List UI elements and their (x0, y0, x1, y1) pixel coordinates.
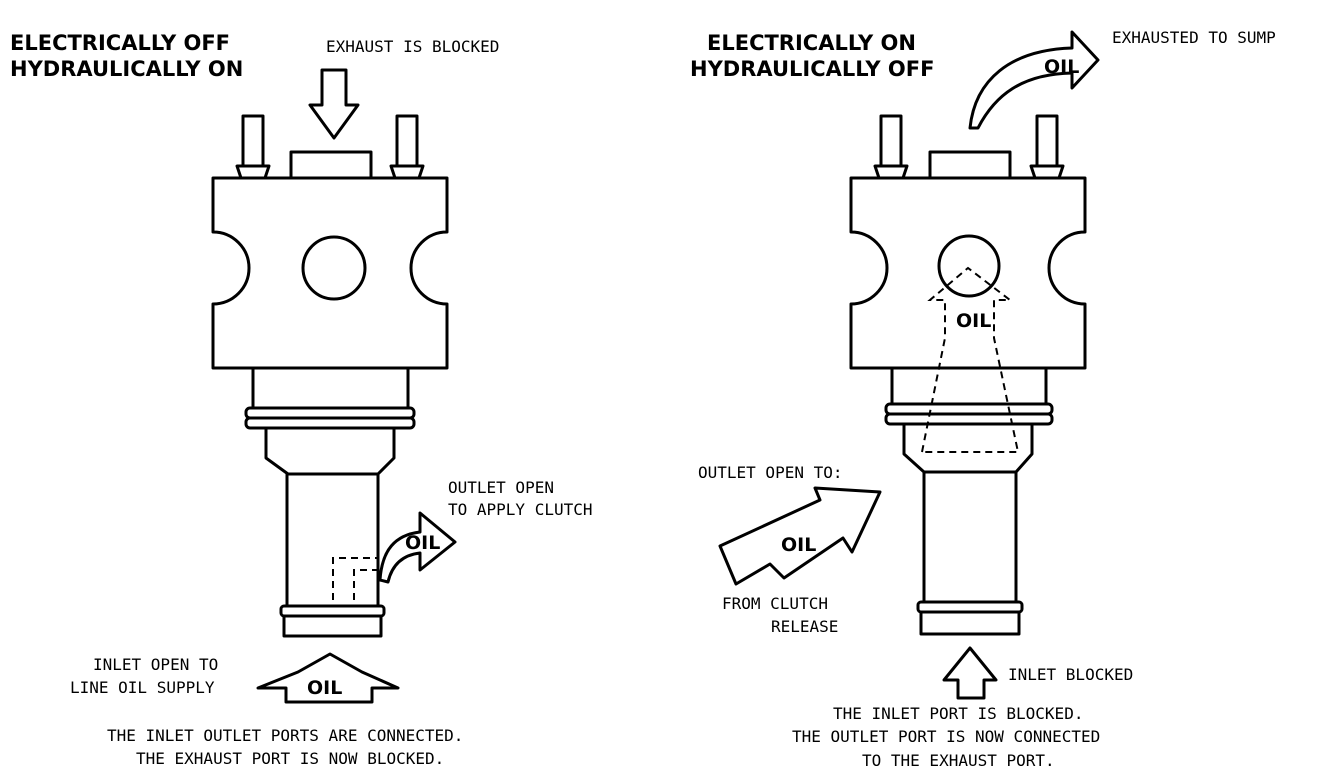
right-caption-line3: TO THE EXHAUST PORT. (862, 751, 1055, 770)
left-inlet-label-line1: INLET OPEN TO (93, 655, 218, 674)
exhaust-blocked-arrow-icon (308, 68, 360, 140)
left-outlet-label-line1: OUTLET OPEN (448, 478, 554, 497)
left-outlet-oil-text: OIL (405, 532, 440, 554)
right-title-line2: HYDRAULICALLY OFF (690, 57, 934, 81)
right-internal-flow-icon (920, 266, 1020, 453)
left-inlet-arrow-icon (256, 652, 400, 704)
left-caption-line2: THE EXHAUST PORT IS NOW BLOCKED. (136, 749, 444, 768)
left-coil-circle (301, 235, 367, 301)
right-coil-circle (937, 234, 1001, 298)
right-exhaust-oil-text: OIL (1044, 56, 1079, 78)
right-outlet-oil-text: OIL (781, 534, 816, 556)
right-exhaust-label: EXHAUSTED TO SUMP (1112, 28, 1276, 47)
left-title-line1: ELECTRICALLY OFF (10, 31, 230, 55)
left-inlet-label-line2: LINE OIL SUPPLY (70, 678, 215, 697)
left-terminal-right (389, 114, 425, 180)
left-outlet-label-line2: TO APPLY CLUTCH (448, 500, 593, 519)
left-title-line2: HYDRAULICALLY ON (10, 57, 243, 81)
right-internal-oil-text: OIL (956, 310, 991, 332)
right-from-label-line2: RELEASE (771, 617, 838, 636)
right-title-line1: ELECTRICALLY ON (707, 31, 916, 55)
right-neck (890, 366, 1048, 406)
right-outlet-label: OUTLET OPEN TO: (698, 463, 843, 482)
right-outlet-arrow-icon (718, 486, 882, 586)
right-from-label-line1: FROM CLUTCH (722, 594, 828, 613)
right-exhaust-cap (928, 150, 1012, 180)
right-tube (922, 470, 1018, 604)
right-panel: ELECTRICALLY ON HYDRAULICALLY OFF OIL EX… (690, 28, 1276, 770)
left-inlet-oil-text: OIL (307, 677, 342, 699)
left-panel: ELECTRICALLY OFF HYDRAULICALLY ON EXHAUS… (10, 31, 593, 768)
right-caption-line1: THE INLET PORT IS BLOCKED. (833, 704, 1083, 723)
left-exhaust-cap (289, 150, 373, 180)
right-caption-line2: THE OUTLET PORT IS NOW CONNECTED (792, 727, 1100, 746)
right-terminal-left (873, 114, 909, 180)
right-exhaust-arrow-icon (968, 30, 1100, 130)
left-bottom-cap (282, 614, 383, 638)
left-terminal-left (235, 114, 271, 180)
left-caption-line1: THE INLET OUTLET PORTS ARE CONNECTED. (107, 726, 463, 745)
left-neck (251, 366, 410, 410)
left-outlet-arrow-icon (378, 511, 457, 584)
left-exhaust-label: EXHAUST IS BLOCKED (326, 37, 499, 56)
left-internal-port (332, 557, 378, 600)
right-inlet-label: INLET BLOCKED (1008, 665, 1133, 684)
left-taper (264, 426, 396, 476)
right-bottom-cap (919, 610, 1021, 636)
right-inlet-blocked-arrow-icon (942, 646, 998, 700)
right-terminal-right (1029, 114, 1065, 180)
